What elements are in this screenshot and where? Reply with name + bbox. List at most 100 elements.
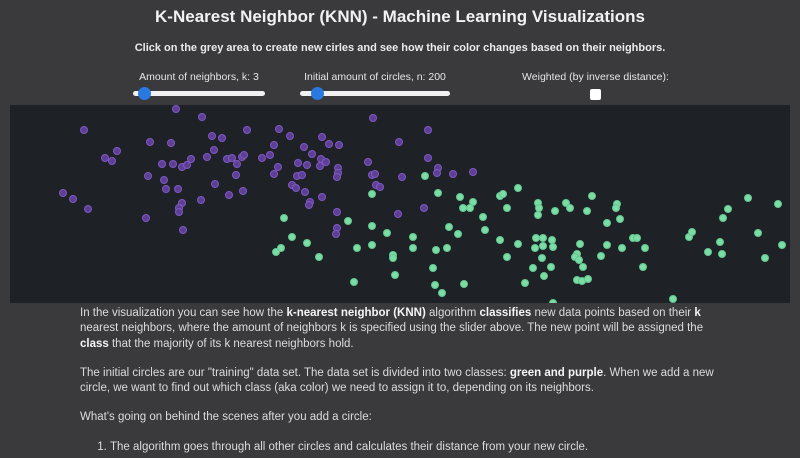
data-point-purple xyxy=(183,161,191,169)
data-point-purple xyxy=(305,201,313,209)
data-point-purple xyxy=(179,226,187,234)
data-point-purple xyxy=(424,154,432,162)
data-point-green xyxy=(514,240,522,248)
data-point-purple xyxy=(240,151,248,159)
data-point-green xyxy=(350,278,358,286)
data-point-green xyxy=(529,264,537,272)
data-point-purple xyxy=(169,160,177,168)
n-slider[interactable] xyxy=(300,87,450,100)
data-point-purple xyxy=(174,185,182,193)
dots-layer xyxy=(59,105,786,303)
data-point-purple xyxy=(59,189,67,197)
data-point-purple xyxy=(270,141,278,149)
data-point-purple xyxy=(398,173,406,181)
data-point-purple xyxy=(80,126,88,134)
data-point-green xyxy=(280,214,288,222)
k-slider[interactable] xyxy=(133,87,265,100)
data-point-purple xyxy=(333,173,341,181)
data-point-green xyxy=(584,275,592,283)
data-point-purple xyxy=(208,132,216,140)
data-point-green xyxy=(431,281,439,289)
data-point-purple xyxy=(301,188,309,196)
data-point-green xyxy=(719,214,727,222)
data-point-green xyxy=(421,172,429,180)
data-point-green xyxy=(540,272,548,280)
knn-canvas[interactable] xyxy=(10,105,790,303)
data-point-green xyxy=(597,252,605,260)
data-point-purple xyxy=(318,193,326,201)
data-point-green xyxy=(688,228,696,236)
data-point-green xyxy=(383,229,391,237)
data-point-green xyxy=(466,204,474,212)
data-point-purple xyxy=(146,138,154,146)
data-point-green xyxy=(496,236,504,244)
data-point-green xyxy=(551,207,559,215)
data-point-green xyxy=(576,240,584,248)
data-point-green xyxy=(566,204,574,212)
n-slider-control: Initial amount of circles, n: 200 xyxy=(300,71,450,100)
page-title: K-Nearest Neighbor (KNN) - Machine Learn… xyxy=(155,7,645,26)
data-point-green xyxy=(315,253,323,261)
data-point-purple xyxy=(218,134,226,142)
data-point-green xyxy=(704,248,712,256)
page-subtitle: Click on the grey area to create new cir… xyxy=(134,42,666,54)
data-point-green xyxy=(633,234,641,242)
data-point-green xyxy=(503,204,511,212)
data-point-green xyxy=(535,204,543,212)
data-point-purple xyxy=(294,159,302,167)
data-point-green xyxy=(481,226,489,234)
data-point-purple xyxy=(376,183,384,191)
data-point-green xyxy=(443,244,451,252)
data-point-purple xyxy=(300,143,308,151)
data-point-purple xyxy=(325,140,333,148)
data-point-purple xyxy=(286,132,294,140)
data-point-purple xyxy=(197,196,205,204)
data-point-green xyxy=(744,194,752,202)
training-paragraph: The initial circles are our "training" d… xyxy=(80,366,714,395)
data-point-purple xyxy=(187,155,195,163)
data-point-purple xyxy=(225,191,233,199)
data-point-green xyxy=(459,204,467,212)
data-point-green xyxy=(434,189,442,197)
data-point-green xyxy=(353,244,361,252)
data-point-purple xyxy=(308,150,316,158)
data-point-purple xyxy=(175,208,183,216)
data-point-green xyxy=(616,215,624,223)
data-point-green xyxy=(344,217,352,225)
data-point-purple xyxy=(113,147,121,155)
data-point-green xyxy=(579,263,587,271)
data-point-purple xyxy=(243,126,251,134)
data-point-green xyxy=(548,236,556,244)
data-point-purple xyxy=(433,169,441,177)
data-point-purple xyxy=(316,162,324,170)
data-point-purple xyxy=(142,214,150,222)
data-point-green xyxy=(303,239,311,247)
data-point-green xyxy=(503,253,511,261)
behind-scenes-paragraph: What's going on behind the scenes after … xyxy=(80,411,372,424)
data-point-green xyxy=(368,222,376,230)
data-point-green xyxy=(534,211,542,219)
data-point-green xyxy=(583,207,591,215)
data-point-green xyxy=(456,193,464,201)
data-point-green xyxy=(272,248,280,256)
data-point-purple xyxy=(233,160,241,168)
data-point-purple xyxy=(469,168,477,176)
data-point-green xyxy=(603,219,611,227)
data-point-purple xyxy=(228,154,236,162)
data-point-purple xyxy=(162,185,170,193)
data-point-green xyxy=(575,256,583,264)
data-point-purple xyxy=(101,154,109,162)
data-point-green xyxy=(716,238,724,246)
data-point-green xyxy=(754,229,762,237)
data-point-green xyxy=(532,234,540,242)
data-point-green xyxy=(547,263,555,271)
n-slider-label: Initial amount of circles, n: 200 xyxy=(304,71,446,83)
data-point-purple xyxy=(69,195,77,203)
data-point-purple xyxy=(322,158,330,166)
data-point-green xyxy=(432,246,440,254)
data-point-purple xyxy=(198,113,206,121)
data-point-green xyxy=(409,244,417,252)
weighted-checkbox[interactable] xyxy=(590,89,601,100)
data-point-purple xyxy=(364,158,372,166)
k-slider-label: Amount of neighbors, k: 3 xyxy=(139,71,259,83)
